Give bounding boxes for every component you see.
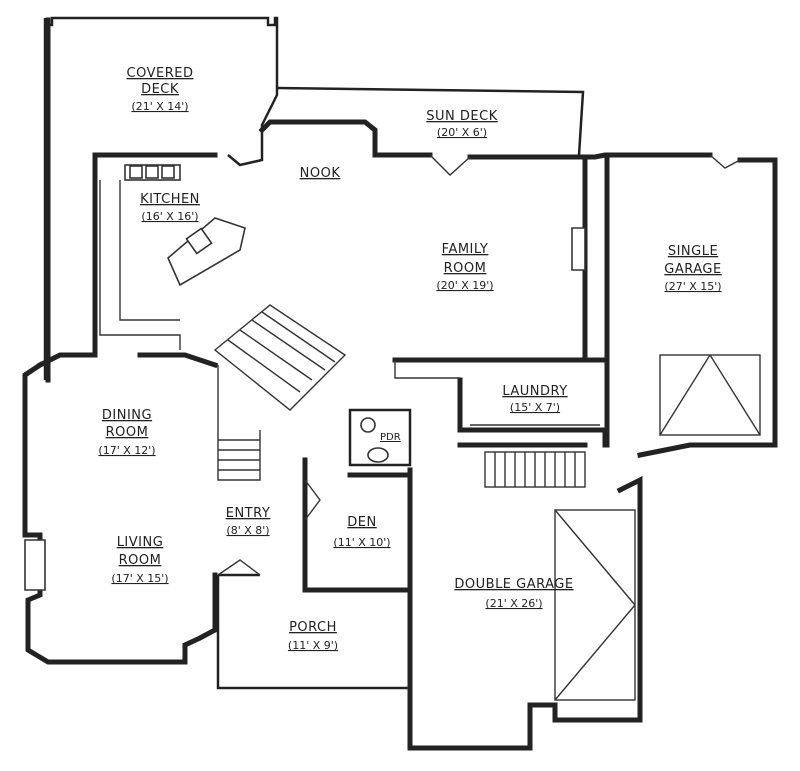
burner-1 (129, 165, 143, 179)
svg-text:(27' X 15'): (27' X 15') (664, 280, 721, 293)
svg-text:SUN DECK: SUN DECK (426, 109, 497, 124)
kitchen-island (167, 217, 246, 287)
svg-text:(17' X 15'): (17' X 15') (111, 572, 168, 585)
svg-text:LAUNDRY: LAUNDRY (502, 384, 567, 399)
garage-stairs (484, 451, 586, 488)
burner-3 (161, 165, 175, 179)
svg-text:(17' X 12'): (17' X 12') (98, 444, 155, 457)
svg-text:DEN: DEN (347, 515, 376, 530)
svg-text:LIVING: LIVING (117, 535, 164, 550)
svg-text:(20' X 6'): (20' X 6') (437, 126, 487, 139)
double-garage-wall (407, 467, 643, 751)
svg-text:(8' X 8'): (8' X 8') (226, 524, 269, 537)
pdr-sink (360, 417, 376, 433)
pdr-toilet (367, 447, 389, 463)
single-garage-door (659, 354, 761, 436)
door-swing-garage (709, 154, 741, 169)
north-wall (467, 152, 713, 160)
svg-text:DINING: DINING (102, 408, 152, 423)
kitchen-counter-west (99, 180, 181, 350)
nook-bay-wall (258, 119, 433, 158)
room-label-family-room: FAMILY ROOM (20' X 19') (436, 242, 493, 292)
pdr-label: PDR (380, 432, 401, 443)
room-label-sun-deck: SUN DECK (20' X 6') (426, 109, 497, 139)
svg-text:PORCH: PORCH (289, 620, 337, 635)
room-label-double-garage: DOUBLE GARAGE (21' X 26') (454, 577, 573, 610)
svg-text:SINGLE: SINGLE (668, 244, 718, 259)
svg-text:(11' X 10'): (11' X 10') (333, 536, 390, 549)
laundry-walls (392, 357, 608, 448)
svg-text:KITCHEN: KITCHEN (140, 192, 200, 207)
sun-deck-outline (276, 86, 585, 156)
cooktop-icon (185, 227, 213, 255)
covered-deck-outline (43, 16, 279, 380)
living-fireplace (24, 539, 46, 591)
family-fireplace (571, 227, 586, 271)
room-label-covered-deck: COVERED DECK (21' X 14') (127, 66, 194, 113)
room-label-single-garage: SINGLE GARAGE (27' X 15') (664, 244, 721, 293)
dining-living-west-wall (22, 361, 218, 665)
laundry-cabinets (394, 360, 600, 426)
svg-text:DECK: DECK (141, 82, 179, 97)
svg-text:ROOM: ROOM (119, 553, 162, 568)
dining-north-wall (36, 352, 219, 369)
svg-text:(21' X 26'): (21' X 26') (485, 597, 542, 610)
room-label-kitchen: KITCHEN (16' X 16') (140, 192, 200, 223)
svg-text:NOOK: NOOK (300, 166, 341, 181)
pdr-walls (348, 408, 412, 467)
room-label-dining-room: DINING ROOM (17' X 12') (98, 408, 155, 457)
svg-text:ENTRY: ENTRY (226, 506, 271, 521)
svg-text:(21' X 14'): (21' X 14') (131, 100, 188, 113)
svg-text:ROOM: ROOM (444, 261, 487, 276)
room-label-living-room: LIVING ROOM (17' X 15') (111, 535, 168, 585)
svg-text:(20' X 19'): (20' X 19') (436, 279, 493, 292)
door-swing-nook (429, 154, 471, 176)
svg-text:DOUBLE GARAGE: DOUBLE GARAGE (454, 577, 573, 592)
room-label-laundry: LAUNDRY (15' X 7') (502, 384, 567, 414)
room-label-den: DEN (11' X 10') (333, 515, 390, 549)
main-staircase (213, 304, 347, 481)
svg-text:ROOM: ROOM (106, 425, 149, 440)
room-label-nook: NOOK (300, 166, 341, 181)
door-swing-den (304, 479, 321, 521)
svg-text:(16' X 16'): (16' X 16') (141, 210, 198, 223)
door-swing-entry (217, 559, 261, 576)
svg-text:FAMILY: FAMILY (442, 242, 489, 257)
svg-text:(15' X 7'): (15' X 7') (510, 401, 560, 414)
svg-text:GARAGE: GARAGE (664, 262, 721, 277)
double-garage-door (554, 509, 636, 701)
single-garage-wall (637, 157, 778, 458)
room-label-porch: PORCH (11' X 9') (288, 620, 338, 652)
room-label-entry: ENTRY (8' X 8') (226, 506, 271, 537)
burner-2 (145, 165, 159, 179)
svg-text:COVERED: COVERED (127, 66, 194, 81)
svg-text:(11' X 9'): (11' X 9') (288, 639, 338, 652)
